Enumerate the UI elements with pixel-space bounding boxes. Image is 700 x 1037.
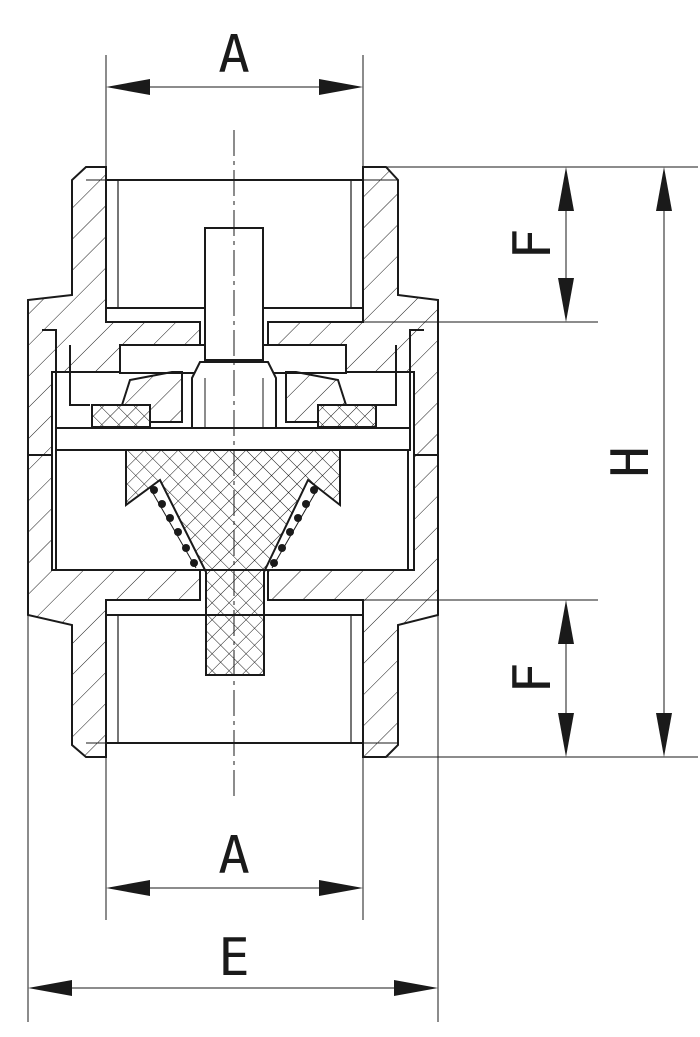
dimension-label-a-top: A (218, 25, 249, 85)
dimension-label-h: H (601, 446, 661, 477)
dimension-label-e: E (218, 928, 249, 988)
extension-lines (27, 55, 698, 1022)
dimension-a-bottom: A (106, 826, 363, 896)
dimension-a-top: A (106, 25, 363, 95)
dimension-f-top: F (503, 167, 574, 322)
port-threads (86, 179, 398, 744)
seal-ring-right (317, 404, 377, 428)
dimension-label-f-bottom: F (503, 662, 563, 693)
dimension-f-bottom: F (503, 600, 574, 757)
seal-ring-left (91, 404, 151, 428)
valve-body (27, 166, 439, 758)
dimension-label-f-top: F (503, 228, 563, 259)
body-wall-upper-left (27, 166, 201, 456)
body-wall-upper-right (267, 166, 439, 456)
dimension-label-a-bottom: A (218, 826, 249, 886)
poppet-diaphragm (125, 449, 341, 676)
spring (149, 486, 319, 569)
cage-plate (55, 427, 411, 451)
dimension-e: E (28, 928, 438, 996)
dimension-h: H (601, 167, 672, 757)
